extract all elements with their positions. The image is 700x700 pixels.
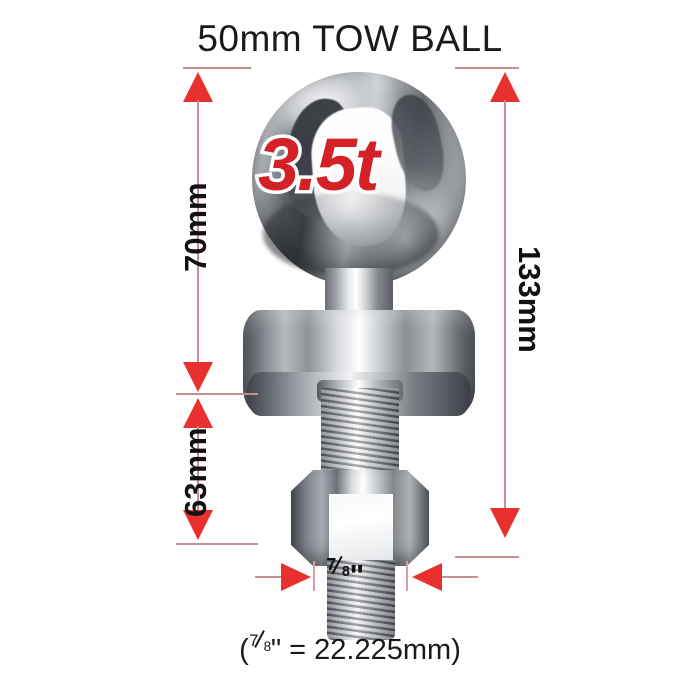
extension-line-bottom-right [455,556,519,558]
diameter-fraction: 7 8 [326,555,350,586]
diameter-denominator: 8 [341,563,350,580]
dimension-line-133mm [504,100,506,510]
hex-nut-front-face [329,494,393,562]
conversion-footnote: ( 7 8 " = 22.225mm) [0,630,700,667]
leader-line-diameter-right [442,576,478,578]
extension-line-mid-left [176,393,258,395]
dimension-label-70mm: 70mm [178,182,213,272]
threaded-shank-upper [321,388,399,480]
capacity-badge: 3.5t [255,123,383,206]
footnote-open-paren: ( [239,634,249,666]
footnote-unit: " [270,634,282,666]
arrow-63mm-top [183,398,213,428]
arrow-70mm-bottom [183,362,213,392]
dimension-line-70mm [197,100,199,364]
arrow-diameter-left [281,563,311,591]
dimension-label-133mm: 133mm [512,246,547,353]
arrow-133mm-top [490,72,520,102]
extension-tick-diameter-right [406,561,408,591]
ball-bottom-shadow [263,192,439,276]
footnote-denominator: 8 [263,639,272,655]
arrow-63mm-bottom [183,510,213,540]
arrow-133mm-bottom [490,508,520,538]
dimension-line-63mm [197,426,199,512]
leader-line-diameter-left [255,576,291,578]
dimension-label-63mm: 63mm [178,427,213,517]
footnote-fraction: 7 8 [249,630,272,659]
extension-tick-diameter-left [313,561,315,591]
footnote-equals: = 22.225mm) [281,634,461,666]
arrow-70mm-top [183,72,213,102]
extension-line-bottom-left [176,543,258,545]
page-title: 50mm TOW BALL [197,18,503,59]
extension-line-top-right [455,67,519,69]
extension-line-top-left [183,67,251,69]
diameter-numerator: 7 [326,553,337,574]
diameter-unit: " [349,558,365,593]
arrow-diameter-right [412,563,442,591]
dimension-label-diameter: 7 8 " [326,555,365,593]
threaded-shank-lower [327,560,395,640]
tow-ball-illustration [243,72,475,640]
footnote-numerator: 7 [249,630,259,650]
